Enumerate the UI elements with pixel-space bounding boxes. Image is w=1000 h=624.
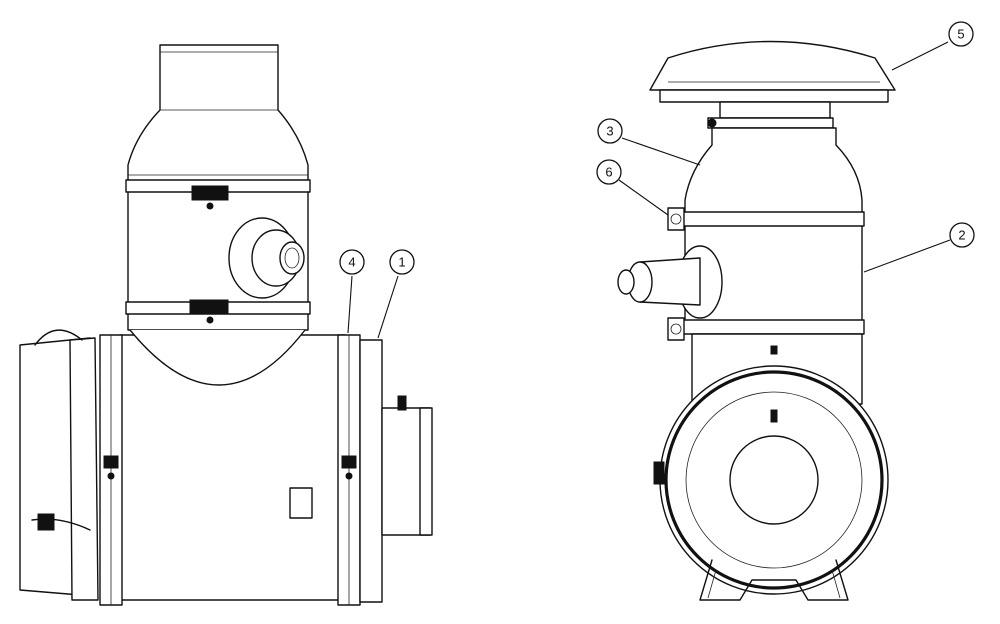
callout-6: 6 bbox=[596, 159, 669, 216]
main-body-front bbox=[653, 333, 889, 601]
callout-1-label: 1 bbox=[398, 255, 405, 270]
callout-1: 1 bbox=[377, 249, 415, 339]
outlet-end-side bbox=[359, 339, 433, 603]
main-body-side bbox=[119, 329, 346, 601]
body-clamps-side bbox=[99, 334, 361, 606]
end-cover-side bbox=[19, 329, 99, 601]
callout-5: 5 bbox=[891, 21, 974, 71]
side-view: 4 1 bbox=[19, 44, 433, 606]
callout-4: 4 bbox=[339, 249, 365, 334]
front-view: 5 3 6 2 bbox=[596, 21, 975, 601]
rain-cap bbox=[649, 40, 896, 103]
callout-3: 3 bbox=[597, 118, 701, 166]
neck-clamp bbox=[707, 101, 834, 129]
callout-5-label: 5 bbox=[957, 27, 964, 42]
callout-2-label: 2 bbox=[958, 228, 965, 243]
callout-2: 2 bbox=[863, 222, 975, 273]
callout-3-label: 3 bbox=[606, 124, 613, 139]
callout-6-label: 6 bbox=[605, 165, 612, 180]
precleaner-housing-side bbox=[125, 44, 311, 331]
callout-4-label: 4 bbox=[348, 255, 355, 270]
precleaner-body-front bbox=[617, 127, 865, 341]
